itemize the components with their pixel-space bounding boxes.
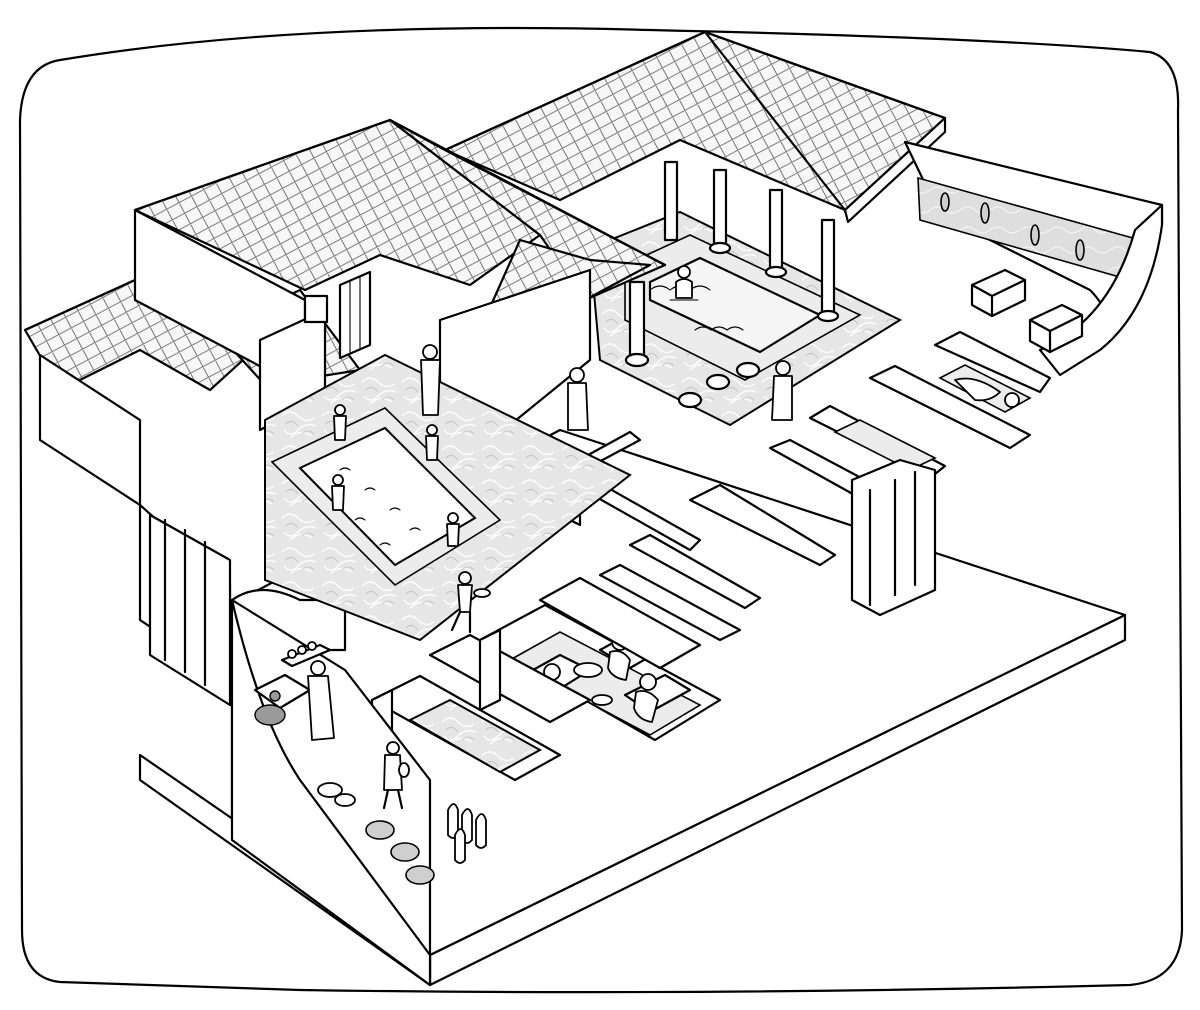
impluvium-pool [270, 407, 502, 587]
figure-woman-peristyle [771, 360, 793, 421]
figure-atrium [420, 344, 441, 416]
garden-fountain [669, 265, 699, 301]
figure-servant [450, 571, 491, 634]
kitchen [230, 598, 432, 987]
figure-statue-2 [425, 424, 439, 461]
figure-statue-4 [446, 512, 460, 547]
storage-chests [970, 268, 1084, 354]
figure-cook [307, 660, 335, 741]
amphorae [365, 803, 487, 885]
figures [307, 344, 793, 810]
figure-woman-tablinum [567, 367, 589, 431]
frame-border [18, 26, 1184, 994]
atrium-roof [23, 118, 667, 392]
peristyle-roof [443, 30, 947, 224]
lower-rooms [370, 563, 742, 792]
bedrooms [768, 330, 1052, 500]
figure-statue-3 [331, 474, 345, 511]
entrance-wing [38, 208, 592, 707]
fresco-wall [903, 140, 1164, 377]
figure-statue-1 [333, 404, 347, 441]
figure-girl-jug [382, 741, 410, 810]
